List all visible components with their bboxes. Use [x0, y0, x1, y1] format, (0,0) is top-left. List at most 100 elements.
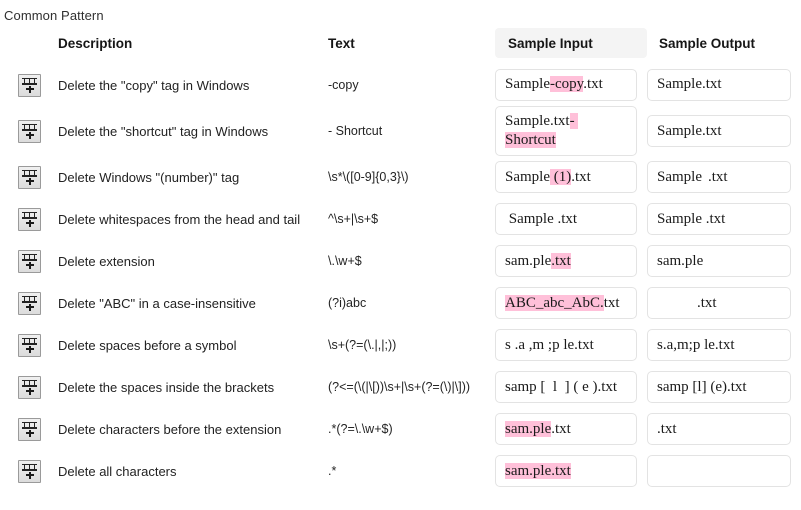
column-header-text[interactable]: Text: [328, 35, 355, 51]
add-rule-icon[interactable]: [18, 291, 41, 315]
row-sample-output-cell[interactable]: Sample.txt: [647, 115, 801, 148]
sample-input-box[interactable]: sam.ple.txt: [495, 245, 637, 278]
add-rule-icon[interactable]: [18, 249, 41, 273]
row-icon-cell[interactable]: [0, 417, 50, 441]
row-icon-cell[interactable]: [0, 165, 50, 189]
sample-text: sam.ple: [657, 252, 781, 271]
sample-input-box[interactable]: Sample-copy.txt: [495, 69, 637, 101]
row-sample-input-cell[interactable]: Sample (1).txt: [495, 161, 647, 194]
add-rule-icon[interactable]: [18, 333, 41, 357]
row-sample-output-cell[interactable]: Sample .txt: [647, 203, 801, 236]
row-sample-output-cell[interactable]: .txt: [647, 413, 801, 446]
sample-output-box[interactable]: [647, 455, 791, 488]
row-sample-input-cell[interactable]: Sample.txt- Shortcut: [495, 106, 647, 157]
row-sample-input-cell[interactable]: Sample-copy.txt: [495, 69, 647, 101]
text-segment: Sample .txt: [657, 210, 726, 227]
text-segment: Sample .txt: [505, 210, 578, 227]
row-description: Delete characters before the extension: [58, 421, 282, 437]
add-rule-icon[interactable]: [18, 119, 41, 143]
row-sample-input-cell[interactable]: sam.ple.txt: [495, 245, 647, 278]
text-segment: Sample.txt: [657, 76, 722, 93]
icon-plus-horizontal: [26, 88, 34, 90]
row-description: Delete the spaces inside the brackets: [58, 379, 275, 395]
row-icon-cell[interactable]: [0, 119, 50, 143]
row-sample-output-cell[interactable]: samp [l] (e).txt: [647, 371, 801, 404]
icon-bars: [22, 169, 37, 177]
sample-input-box[interactable]: sam.ple.txt: [495, 455, 637, 488]
row-icon-cell[interactable]: [0, 375, 50, 399]
row-sample-output-cell[interactable]: sam.ple: [647, 245, 801, 278]
row-description: Delete whitespaces from the head and tai…: [58, 211, 301, 227]
sample-output-box[interactable]: sam.ple: [647, 245, 791, 278]
icon-plus-horizontal: [26, 134, 34, 137]
sample-input-box[interactable]: s .a ,m ;p le.txt: [495, 329, 637, 362]
table-row[interactable]: Delete the spaces inside the brackets(?<…: [0, 366, 801, 408]
icon-plus-horizontal: [26, 348, 34, 351]
add-rule-icon[interactable]: [18, 165, 41, 189]
add-rule-icon[interactable]: [18, 73, 41, 97]
column-header-sample-input[interactable]: Sample Input: [495, 28, 647, 58]
icon-plus-horizontal: [26, 180, 34, 183]
row-sample-input-cell[interactable]: sam.ple.txt: [495, 413, 647, 446]
text-segment: Sample.txt: [657, 122, 722, 139]
sample-text: .txt: [657, 420, 781, 439]
sample-input-box[interactable]: samp [ l ] ( e ).txt: [495, 371, 637, 404]
row-sample-input-cell[interactable]: Sample .txt: [495, 203, 647, 236]
text-segment: sam.ple: [657, 252, 704, 269]
column-header-description[interactable]: Description: [58, 35, 133, 51]
row-icon-cell[interactable]: [0, 333, 50, 357]
sample-output-box[interactable]: Sample.txt: [647, 69, 791, 101]
row-sample-input-cell[interactable]: samp [ l ] ( e ).txt: [495, 371, 647, 404]
sample-output-box[interactable]: Sample.txt: [647, 161, 791, 194]
sample-output-box[interactable]: .txt: [647, 287, 791, 320]
sample-output-box[interactable]: Sample.txt: [647, 115, 791, 148]
row-sample-output-cell[interactable]: Sample.txt: [647, 161, 801, 194]
row-sample-input-cell[interactable]: sam.ple.txt: [495, 455, 647, 488]
sample-output-box[interactable]: .txt: [647, 413, 791, 446]
icon-bars: [22, 337, 37, 345]
table-row[interactable]: Delete "ABC" in a case-insensitive(?i)ab…: [0, 282, 801, 324]
deleted-text-highlight: .txt: [551, 252, 571, 269]
row-icon-cell[interactable]: [0, 291, 50, 315]
table-row[interactable]: Delete all characters.*sam.ple.txt: [0, 450, 801, 492]
row-icon-cell[interactable]: [0, 249, 50, 273]
row-description: Delete the "copy" tag in Windows: [58, 77, 250, 93]
add-rule-icon[interactable]: [18, 417, 41, 441]
row-pattern-text: \s*\([0-9]{0,3}\): [328, 170, 409, 185]
sample-output-box[interactable]: samp [l] (e).txt: [647, 371, 791, 404]
table-row[interactable]: Delete characters before the extension.*…: [0, 408, 801, 450]
column-header-sample-output[interactable]: Sample Output: [659, 35, 756, 51]
row-icon-cell[interactable]: [0, 73, 50, 97]
table-row[interactable]: Delete spaces before a symbol\s+(?=(\.|,…: [0, 324, 801, 366]
table-row[interactable]: Delete the "shortcut" tag in Windows- Sh…: [0, 106, 801, 157]
add-rule-icon[interactable]: [18, 207, 41, 231]
sample-input-box[interactable]: Sample (1).txt: [495, 161, 637, 194]
sample-output-box[interactable]: Sample .txt: [647, 203, 791, 236]
row-sample-output-cell[interactable]: [647, 455, 801, 488]
row-icon-cell[interactable]: [0, 207, 50, 231]
sample-input-box[interactable]: sam.ple.txt: [495, 413, 637, 446]
sample-output-box[interactable]: s.a,m;p le.txt: [647, 329, 791, 362]
text-segment: s.a,m;p le.txt: [657, 336, 735, 353]
sample-input-box[interactable]: ABC_abc_AbC.txt: [495, 287, 637, 320]
table-row[interactable]: Delete Windows "(number)" tag\s*\([0-9]{…: [0, 156, 801, 198]
table-row[interactable]: Delete whitespaces from the head and tai…: [0, 198, 801, 240]
row-sample-output-cell[interactable]: s.a,m;p le.txt: [647, 329, 801, 362]
sample-input-box[interactable]: Sample .txt: [495, 203, 637, 236]
row-sample-output-cell[interactable]: .txt: [647, 287, 801, 320]
row-sample-input-cell[interactable]: ABC_abc_AbC.txt: [495, 287, 647, 320]
sample-text: sam.ple.txt: [505, 420, 627, 439]
text-segment: .txt: [551, 420, 571, 437]
text-segment: txt: [603, 294, 620, 311]
panel-title: Common Pattern: [4, 8, 104, 23]
add-rule-icon[interactable]: [18, 375, 41, 399]
sample-input-box[interactable]: Sample.txt- Shortcut: [495, 106, 637, 157]
row-icon-cell[interactable]: [0, 459, 50, 483]
icon-bars: [22, 253, 37, 261]
row-sample-output-cell[interactable]: Sample.txt: [647, 69, 801, 101]
row-sample-input-cell[interactable]: s .a ,m ;p le.txt: [495, 329, 647, 362]
add-rule-icon[interactable]: [18, 459, 41, 483]
common-pattern-table: Description Text Sample Input Sample Out…: [0, 28, 801, 492]
